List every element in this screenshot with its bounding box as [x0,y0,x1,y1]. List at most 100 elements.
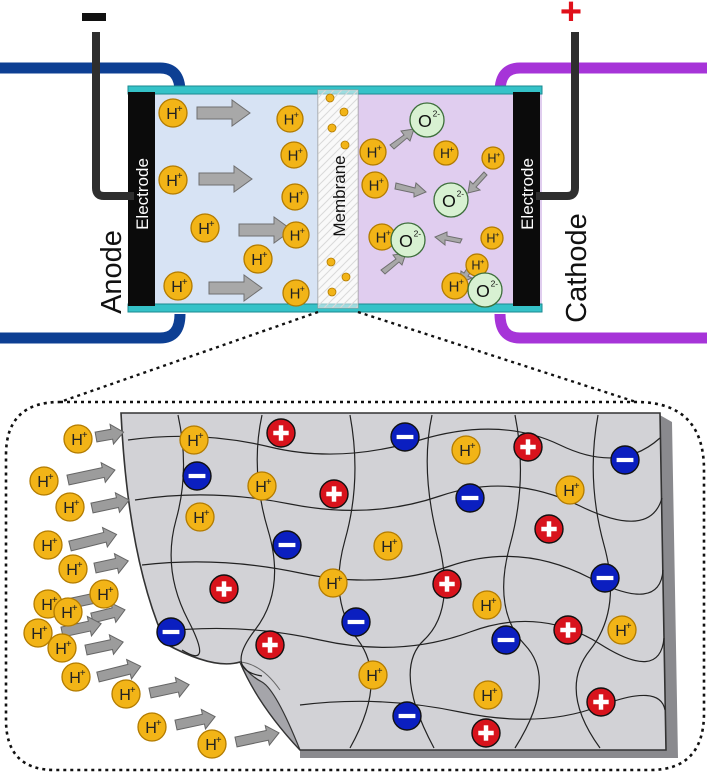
proton-charge: + [299,188,304,198]
negative-charge [392,701,422,731]
proton-symbol: H [251,251,263,269]
proton-charge: + [204,508,210,519]
proton-ion: H+ [276,105,304,133]
flow-arrow [90,491,130,514]
proton-ion: H+ [111,679,141,709]
proton-charge: + [130,685,136,696]
proton-symbol: H [166,172,178,190]
proton-charge: + [377,666,383,677]
proton-ion: H+ [282,279,310,307]
proton-ion: H+ [441,272,469,300]
proton-charge: + [337,574,343,585]
positive-charge [471,718,501,748]
bottom-protons: H+H+H+H+H+H+H+H+H+H+H+H+H+H+H+H+H+H+H+H+… [23,424,637,759]
proton-symbol: H [166,105,178,123]
flow-arrow [148,676,190,699]
proton-ion: H+ [29,466,59,496]
proton-charge: + [294,110,299,120]
positive-charge [432,569,462,599]
proton-charge: + [262,250,268,261]
proton-ion: H+ [358,660,388,690]
proton-symbol: H [97,586,109,604]
proton-charge: + [495,230,500,239]
proton-charge: + [626,621,632,632]
proton-ion: H+ [359,138,387,166]
proton-symbol: H [71,431,83,449]
cathode-label: Cathode [561,213,593,323]
proton-ion: H+ [472,590,502,620]
proton-symbol: H [145,719,157,737]
proton-symbol: H [440,146,450,161]
negative-charge [341,607,371,637]
proton-charge: + [52,595,58,606]
proton-ion: H+ [185,502,215,532]
proton-symbol: H [289,189,300,206]
positive-charge [534,514,564,544]
proton-charge: + [80,668,86,679]
proton-charge: + [300,284,305,294]
proton-symbol: H [487,152,496,166]
proton-charge: + [177,104,183,115]
electrode-left-label: Electrode [133,158,152,230]
proton-charge: + [377,143,382,153]
proton-ion: H+ [451,435,481,465]
proton-ion: H+ [465,253,489,277]
proton-charge: + [480,257,485,266]
electrode-right-label: Electrode [518,158,537,230]
negative-charge [610,445,640,475]
cathode-electrode [513,92,540,306]
proton-symbol: H [31,625,43,643]
flow-arrow [68,526,118,552]
proton-ion: H+ [281,183,309,211]
proton-charge: + [492,686,498,697]
oxide-symbol: O [442,191,456,211]
oxide-charge: 2- [414,229,422,239]
oxide-symbol: O [418,111,432,131]
proton-symbol: H [471,259,480,273]
proton-symbol: H [486,232,495,246]
proton-ion: H+ [137,712,167,742]
proton-ion: H+ [23,618,53,648]
proton-symbol: H [480,597,492,615]
oxide-symbol: O [476,281,490,301]
proton-symbol: H [198,220,210,238]
proton-symbol: H [369,177,380,194]
negative-charge [156,617,186,647]
flow-arrow [84,633,124,656]
proton-ion: H+ [53,597,83,627]
zoom-frame [4,400,706,772]
proton-charge: + [300,226,305,236]
proton-symbol: H [119,686,131,704]
proton-symbol: H [193,509,205,527]
proton-symbol: H [187,432,199,450]
flow-arrow [234,724,280,748]
proton-ion: H+ [373,531,403,561]
negative-charge [455,483,485,513]
proton-ion: H+ [243,244,273,274]
proton-symbol: H [69,669,81,687]
proton-symbol: H [481,687,493,705]
negative-charge [590,563,620,593]
proton-ion: H+ [197,729,227,759]
positive-charge [319,479,349,509]
proton-ion: H+ [33,530,63,560]
proton-symbol: H [284,111,295,128]
flow-arrow [96,658,142,683]
flow-arrow [174,708,216,731]
proton-symbol: H [376,229,387,246]
proton-ion: H+ [480,226,504,250]
proton-charge: + [52,536,58,547]
proton-charge: + [156,718,162,729]
proton-symbol: H [61,604,73,622]
proton-symbol: H [66,561,78,579]
proton-charge: + [209,219,215,230]
proton-ion: H+ [58,554,88,584]
proton-symbol: H [55,640,67,658]
membrane-label: Membrane [330,155,349,236]
proton-charge: + [216,735,222,746]
